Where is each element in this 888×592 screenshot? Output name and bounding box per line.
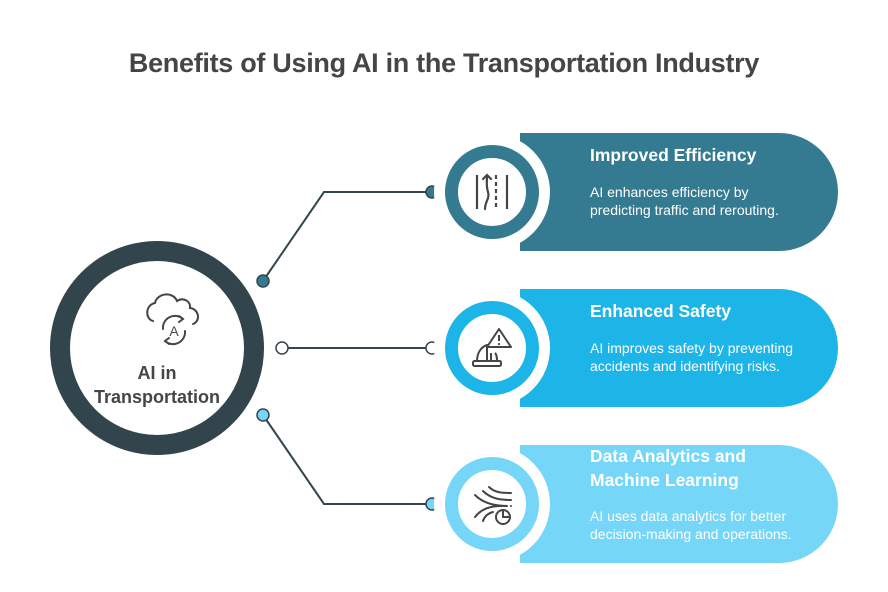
- connector-dot-analytics-start: [256, 408, 270, 422]
- benefit-title-efficiency: Improved Efficiency: [590, 145, 757, 165]
- svg-text:A: A: [169, 323, 179, 339]
- connector-dot-efficiency-start: [256, 274, 270, 288]
- benefit-description-analytics: AI uses data analytics for better decisi…: [590, 508, 792, 542]
- benefit-icon-safety: [445, 301, 539, 395]
- benefit-card-safety: [520, 289, 838, 407]
- benefit-title-analytics: Data Analytics and Machine Learning: [590, 446, 746, 490]
- hub-label: AI in Transportation: [93, 363, 220, 407]
- benefit-card-analytics: [520, 445, 838, 563]
- hub-ai-in-transportation: A AI in Transportation: [50, 241, 264, 455]
- benefit-icon-efficiency: [445, 145, 539, 239]
- benefit-description-efficiency: AI enhances efficiency by predicting tra…: [590, 184, 779, 218]
- hard-hat-warning-icon: [472, 328, 512, 367]
- benefit-icon-analytics: [445, 457, 539, 551]
- cloud-ai-sync-icon: A: [146, 293, 199, 346]
- page-title: Benefits of Using AI in the Transportati…: [128, 48, 760, 78]
- road-lane-reroute-icon: [475, 173, 509, 211]
- benefit-description-safety: AI improves safety by preventing acciden…: [590, 340, 794, 374]
- connector-dot-safety-start: [275, 341, 289, 355]
- data-flow-chart-icon: [474, 486, 512, 525]
- benefit-card-efficiency: [520, 133, 838, 251]
- benefit-title-safety: Enhanced Safety: [590, 301, 732, 321]
